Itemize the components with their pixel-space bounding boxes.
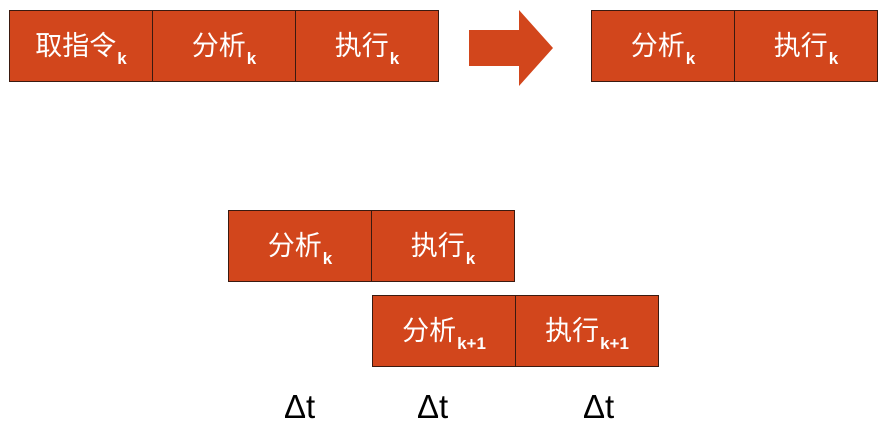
- stage-label: 取指令: [35, 30, 117, 62]
- right-arrow-icon: [469, 10, 553, 86]
- stage-label: 执行: [773, 30, 828, 62]
- stage-subscript: k: [117, 48, 127, 68]
- stage-subscript: k: [322, 248, 333, 268]
- time-interval-label: Δt: [417, 388, 449, 425]
- time-interval-label: Δt: [284, 388, 316, 425]
- stage-label: 执行: [410, 230, 465, 262]
- stage-label: 分析: [191, 30, 246, 62]
- stage-subscript: k+1: [600, 333, 629, 353]
- stage-subscript: k: [246, 48, 257, 68]
- stage-label: 分析: [630, 30, 685, 62]
- stage-label: 执行: [334, 30, 389, 62]
- stage-label: 执行: [545, 315, 600, 347]
- stage-label: 分析: [267, 230, 322, 262]
- stage-subscript: k: [685, 48, 696, 68]
- stage-subscript: k: [389, 48, 400, 68]
- stage-label: 分析: [402, 315, 457, 347]
- stage-subscript: k: [828, 48, 839, 68]
- time-interval-label: Δt: [583, 388, 615, 425]
- stage-subscript: k+1: [457, 333, 486, 353]
- stage-subscript: k: [465, 248, 476, 268]
- arrow-shape: [469, 10, 553, 86]
